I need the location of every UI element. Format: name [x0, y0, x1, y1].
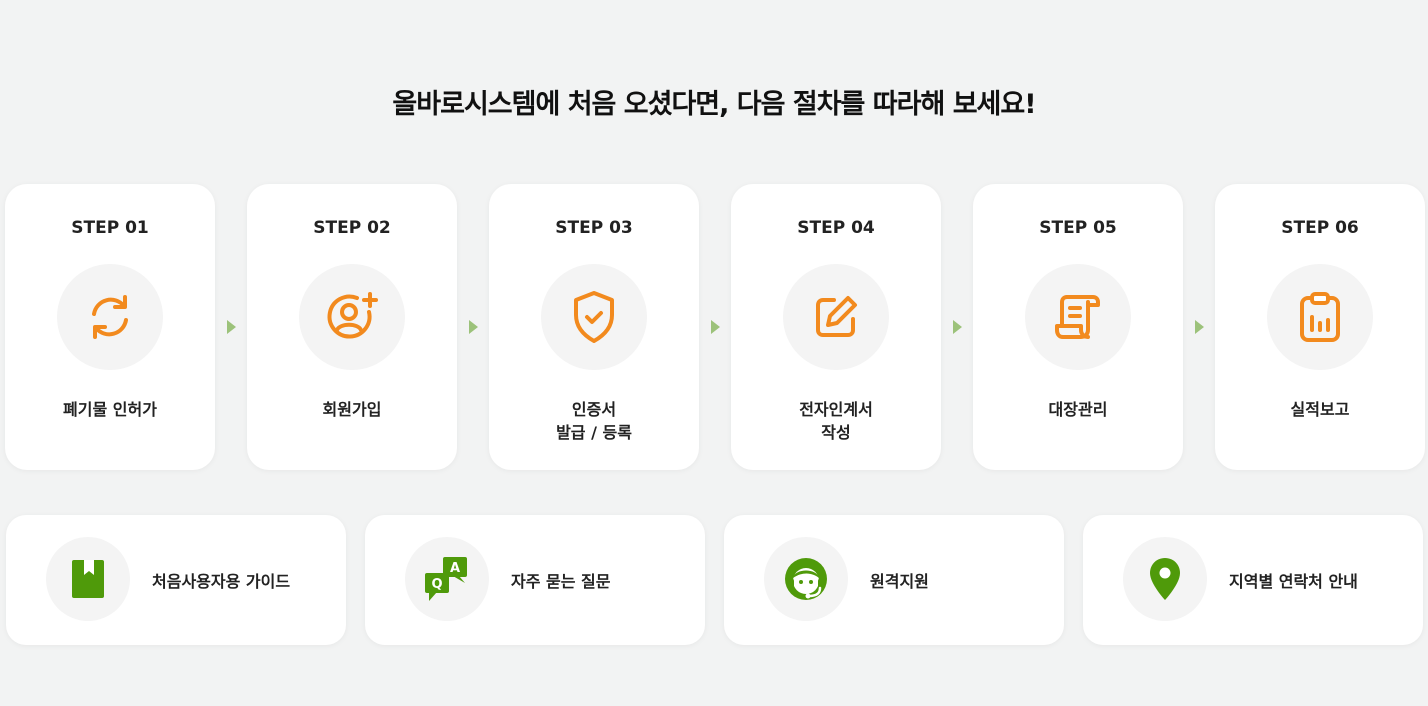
step-icon-circle: [57, 264, 163, 370]
link-label: 원격지원: [870, 572, 929, 591]
step-label: STEP 03: [555, 218, 633, 238]
link-icon-circle: [46, 537, 130, 621]
shield-check-icon: [574, 291, 614, 343]
step-card-05[interactable]: STEP 05 대장관리: [973, 184, 1183, 470]
step-card-04[interactable]: STEP 04 전자인계서 작성: [731, 184, 941, 470]
step-label: STEP 05: [1039, 218, 1117, 238]
ledger-icon: [1055, 295, 1100, 339]
step-card-02[interactable]: STEP 02 회원가입: [247, 184, 457, 470]
svg-text:A: A: [450, 561, 460, 576]
step-icon-circle: [1267, 264, 1373, 370]
arrow-right-icon: [711, 320, 720, 334]
step-card-03[interactable]: STEP 03 인증서 발급 / 등록: [489, 184, 699, 470]
step-icon-circle: [541, 264, 647, 370]
step-name: 회원가입: [322, 400, 382, 419]
step-card-01[interactable]: STEP 01 폐기물 인허가: [5, 184, 215, 470]
link-label: 자주 묻는 질문: [511, 572, 611, 591]
step-icon-circle: [299, 264, 405, 370]
link-icon-circle: A Q: [405, 537, 489, 621]
link-label: 처음사용자용 가이드: [152, 572, 291, 591]
link-card-regional-contacts[interactable]: 지역별 연락처 안내: [1083, 515, 1423, 645]
step-icon-circle: [1025, 264, 1131, 370]
edit-icon: [816, 296, 857, 337]
step-label: STEP 01: [71, 218, 149, 238]
step-label: STEP 04: [797, 218, 875, 238]
link-label: 지역별 연락처 안내: [1229, 572, 1358, 591]
clipboard-chart-icon: [1300, 292, 1340, 342]
arrow-right-icon: [953, 320, 962, 334]
step-name: 대장관리: [1048, 400, 1108, 419]
step-label: STEP 02: [313, 218, 391, 238]
arrow-right-icon: [227, 320, 236, 334]
step-label: STEP 06: [1281, 218, 1359, 238]
add-user-icon: [327, 292, 378, 339]
link-card-guide[interactable]: 처음사용자용 가이드: [6, 515, 346, 645]
refresh-icon: [92, 295, 128, 339]
link-card-faq[interactable]: A Q 자주 묻는 질문: [365, 515, 705, 645]
step-name: 실적보고: [1290, 400, 1350, 419]
arrow-right-icon: [1195, 320, 1204, 334]
step-name: 인증서 발급 / 등록: [556, 400, 632, 442]
link-icon-circle: [1123, 537, 1207, 621]
headset-agent-icon: [785, 558, 827, 600]
bookmark-book-icon: [72, 560, 104, 598]
arrow-right-icon: [469, 320, 478, 334]
link-card-remote-support[interactable]: 원격지원: [724, 515, 1064, 645]
step-icon-circle: [783, 264, 889, 370]
step-name: 전자인계서 작성: [799, 400, 873, 442]
qa-chat-icon: A Q: [425, 557, 467, 601]
step-name: 폐기물 인허가: [63, 400, 157, 419]
map-pin-icon: [1150, 558, 1180, 600]
svg-text:Q: Q: [431, 577, 442, 592]
page-headline: 올바로시스템에 처음 오셨다면, 다음 절차를 따라해 보세요!: [392, 89, 1036, 120]
step-card-06[interactable]: STEP 06 실적보고: [1215, 184, 1425, 470]
link-icon-circle: [764, 537, 848, 621]
